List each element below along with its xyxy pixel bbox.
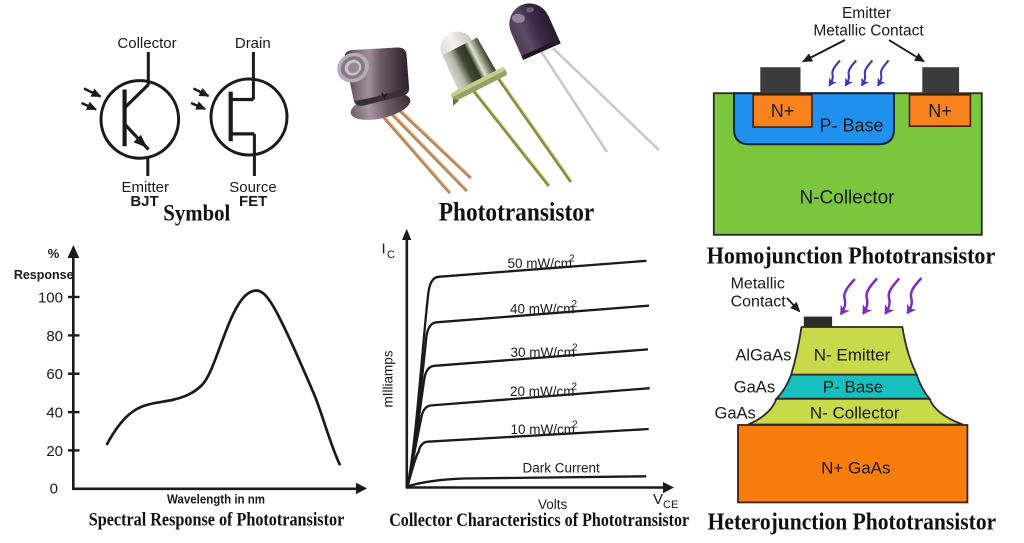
svg-text:0: 0 <box>50 480 58 497</box>
svg-text:%: % <box>48 246 60 261</box>
svg-text:40 mW/cm: 40 mW/cm <box>510 302 575 317</box>
svg-text:Metallic Contact: Metallic Contact <box>813 23 924 40</box>
svg-text:mIlliamps: mIlliamps <box>381 350 396 407</box>
svg-text:GaAs: GaAs <box>734 379 775 397</box>
svg-text:Symbol: Symbol <box>163 200 230 225</box>
svg-text:80: 80 <box>46 328 63 345</box>
svg-text:Emitter: Emitter <box>842 5 891 22</box>
svg-text:I: I <box>382 241 386 258</box>
svg-text:Phototransistor: Phototransistor <box>439 198 595 227</box>
svg-text:Volts: Volts <box>538 497 568 512</box>
svg-text:20 mW/cm: 20 mW/cm <box>510 384 575 399</box>
svg-text:Drain: Drain <box>235 35 271 52</box>
svg-text:Wavelength in nm: Wavelength in nm <box>167 493 265 507</box>
svg-text:Homojunction Phototransistor: Homojunction Phototransistor <box>707 243 996 269</box>
svg-text:FET: FET <box>239 193 267 210</box>
svg-text:20: 20 <box>46 443 63 460</box>
svg-text:10 mW/cm: 10 mW/cm <box>511 422 576 437</box>
svg-text:P- Base: P- Base <box>819 116 883 136</box>
svg-text:Collector Characteristics of P: Collector Characteristics of Phototransi… <box>389 511 689 531</box>
svg-text:Heterojunction Phototransistor: Heterojunction Phototransistor <box>708 509 997 535</box>
svg-text:2: 2 <box>569 254 575 265</box>
svg-text:2: 2 <box>572 382 578 393</box>
svg-text:N- Emitter: N- Emitter <box>814 346 891 365</box>
svg-text:60: 60 <box>46 366 63 383</box>
svg-text:2: 2 <box>572 343 578 354</box>
svg-text:40: 40 <box>46 405 63 422</box>
svg-text:BJT: BJT <box>130 193 158 210</box>
svg-text:Dark Current: Dark Current <box>523 461 601 476</box>
svg-text:Response: Response <box>14 268 74 282</box>
svg-text:Emitter: Emitter <box>121 179 169 196</box>
svg-text:Contact: Contact <box>731 294 787 311</box>
svg-text:2: 2 <box>572 420 578 431</box>
svg-text:P- Base: P- Base <box>823 378 883 397</box>
svg-text:30 mW/cm: 30 mW/cm <box>511 345 576 360</box>
svg-text:Metallic: Metallic <box>731 276 785 293</box>
svg-text:AlGaAs: AlGaAs <box>735 347 791 365</box>
svg-text:2: 2 <box>572 299 578 310</box>
svg-text:100: 100 <box>38 290 63 307</box>
svg-text:50 mW/cm: 50 mW/cm <box>508 256 573 271</box>
svg-text:N-Collector: N-Collector <box>799 188 895 209</box>
svg-text:CE: CE <box>663 499 678 511</box>
svg-text:Collector: Collector <box>117 35 176 52</box>
svg-text:C: C <box>387 249 395 261</box>
svg-text:N+ GaAs: N+ GaAs <box>821 459 890 478</box>
svg-text:V: V <box>653 491 663 508</box>
svg-text:Spectral Response of Phototran: Spectral Response of Phototransistor <box>89 511 345 531</box>
svg-text:Source: Source <box>229 179 277 196</box>
svg-text:N- Collector: N- Collector <box>810 404 900 423</box>
svg-text:GaAs: GaAs <box>715 405 756 423</box>
svg-text:N+: N+ <box>771 101 795 121</box>
svg-text:N+: N+ <box>928 101 952 121</box>
